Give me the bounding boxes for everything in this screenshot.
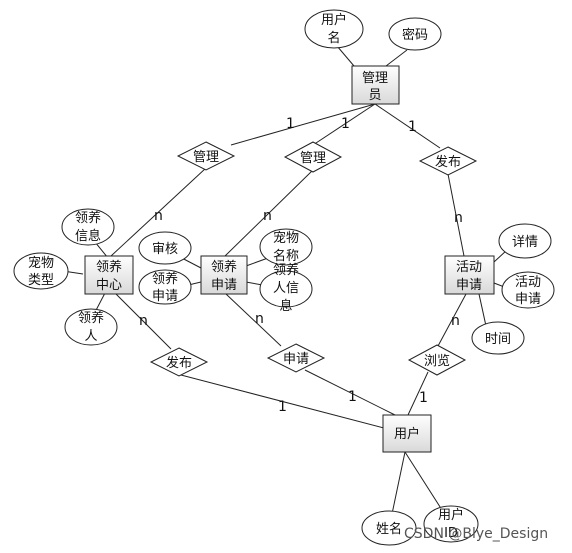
relationship-label: 发布	[166, 355, 192, 371]
cardinality-user-browse: 1	[419, 390, 428, 406]
entity-label: 领养	[211, 259, 237, 275]
attribute-activity-time: 时间	[471, 321, 525, 355]
attribute-admin-username: 用户 名	[304, 9, 364, 49]
relationship-publish-center: 发布	[149, 347, 209, 377]
attribute-label: 详情	[512, 235, 538, 250]
attribute-label: 名称	[273, 248, 299, 264]
attribute-label: 时间	[485, 332, 511, 347]
entity-label: 活动	[456, 260, 482, 275]
cardinality-activity-browse: n	[451, 313, 460, 329]
attribute-label: 领养	[152, 271, 178, 287]
attribute-label: 姓名	[376, 521, 402, 537]
entity-admin: 管理 员	[351, 65, 400, 105]
relationship-label: 申请	[283, 352, 309, 367]
attribute-label: 人	[84, 329, 97, 344]
attribute-label: 息	[279, 298, 292, 314]
watermark: CSDN @Blye_Design	[404, 526, 548, 542]
attribute-activity-details: 详情	[498, 223, 552, 259]
cardinality-user-apply: 1	[348, 389, 357, 405]
relationship-label: 发布	[435, 154, 461, 170]
entity-label: 中心	[96, 278, 122, 293]
entity-label: 员	[368, 88, 381, 103]
attribute-label: 申请	[515, 292, 541, 307]
cardinality-application-apply: n	[255, 311, 264, 327]
attribute-label: 领养	[75, 210, 101, 226]
entity-label: 用户	[394, 426, 420, 442]
attribute-label: 申请	[152, 289, 178, 304]
entity-label: 领养	[96, 259, 122, 275]
attribute-center-adoption-info: 领养 信息	[61, 208, 115, 246]
relationship-label: 管理	[300, 151, 326, 166]
attribute-label: 宠物	[28, 255, 54, 271]
relationship-label: 浏览	[424, 353, 450, 369]
entity-label: 申请	[456, 278, 482, 293]
attribute-center-adopter: 领养 人	[64, 308, 118, 346]
cardinality-application-manage: n	[263, 208, 272, 224]
attribute-app-pet-name: 宠物 名称	[259, 228, 313, 266]
attribute-center-pet-type: 宠物 类型	[13, 252, 69, 290]
attribute-activity-app: 活动 申请	[501, 271, 555, 309]
attribute-user-id: 用户 ID	[423, 505, 479, 543]
attribute-label: 人信	[273, 281, 299, 296]
relationship-apply: 申请	[266, 343, 326, 373]
entity-adoption-center: 领养 中心	[84, 255, 134, 295]
relationship-manage-application: 管理	[283, 141, 343, 173]
cardinality-labels: 1 1 1 n n n n n n 1 1 1	[139, 116, 463, 415]
attribute-app-review: 审核	[138, 231, 192, 265]
attribute-label: 信息	[75, 228, 101, 244]
entity-activity-application: 活动 申请	[444, 255, 495, 295]
entity-label: 申请	[211, 278, 237, 293]
relationship-publish-activity: 发布	[418, 146, 478, 176]
attribute-label: 宠物	[273, 230, 299, 246]
entity-adoption-application: 领养 申请	[200, 255, 248, 295]
cardinality-activity-publish: n	[454, 210, 463, 226]
cardinality-user-publish: 1	[278, 399, 287, 415]
attribute-label: ID	[444, 526, 458, 541]
attribute-admin-password: 密码	[388, 17, 442, 51]
attribute-label: 类型	[28, 273, 54, 288]
attribute-label: 领养	[78, 310, 104, 326]
cardinality-admin-application: 1	[341, 116, 350, 132]
attribute-label: 领养	[273, 262, 299, 278]
attribute-label: 名	[327, 30, 340, 46]
cardinality-admin-center: 1	[286, 116, 295, 132]
attribute-app-adoption-app: 领养 申请	[138, 269, 192, 305]
cardinality-admin-activity: 1	[408, 119, 417, 135]
attribute-user-name: 姓名	[361, 510, 417, 546]
cardinality-center-publish: n	[139, 313, 148, 329]
attribute-label: 密码	[402, 27, 428, 43]
relationship-manage-center: 管理	[176, 141, 236, 171]
attribute-label: 用户	[438, 507, 464, 523]
attribute-label: 活动	[515, 275, 541, 290]
relationship-label: 管理	[193, 150, 219, 165]
relationship-browse: 浏览	[407, 344, 467, 376]
attribute-label: 审核	[152, 242, 178, 257]
entity-user: 用户	[382, 414, 432, 453]
attribute-label: 用户	[321, 12, 347, 28]
cardinality-center-manage: n	[154, 208, 163, 224]
attribute-app-adopter-info: 领养 人信 息	[259, 262, 313, 314]
entity-label: 管理	[362, 71, 388, 86]
